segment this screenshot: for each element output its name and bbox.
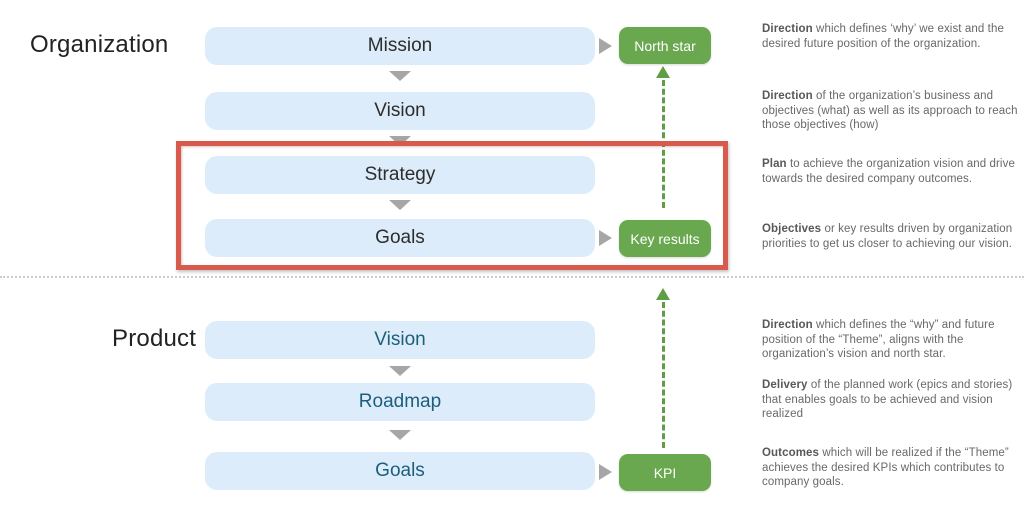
- description-product-goals: Outcomes which will be realized if the “…: [762, 446, 1020, 490]
- description-text: which defines the “why” and future posit…: [762, 319, 995, 361]
- description-text: which will be realized if the “Theme” ac…: [762, 447, 1009, 489]
- product-box-roadmap: Roadmap: [205, 383, 595, 421]
- down-arrow-icon: [389, 200, 411, 210]
- org-box-strategy: Strategy: [205, 156, 595, 194]
- description-lead: Direction: [762, 319, 813, 331]
- description-text: of the organization’s business and objec…: [762, 90, 1018, 132]
- description-strategy: Plan to achieve the organization vision …: [762, 157, 1020, 186]
- dashed-connector: [662, 302, 665, 448]
- description-roadmap: Delivery of the planned work (epics and …: [762, 378, 1020, 422]
- description-goals: Objectives or key results driven by orga…: [762, 222, 1020, 251]
- product-box-vision: Vision: [205, 321, 595, 359]
- right-pointer-icon: [599, 38, 612, 54]
- badge-key-results: Key results: [619, 220, 711, 257]
- section-divider: [0, 276, 1024, 278]
- highlight-rectangle: [176, 141, 728, 270]
- org-box-vision: Vision: [205, 92, 595, 130]
- description-lead: Plan: [762, 158, 787, 170]
- description-text: or key results driven by organization pr…: [762, 223, 1013, 250]
- description-lead: Outcomes: [762, 447, 820, 459]
- description-product-vision: Direction which defines the “why” and fu…: [762, 318, 1020, 362]
- org-box-goals: Goals: [205, 219, 595, 257]
- description-text: to achieve the organization vision and d…: [762, 158, 1015, 185]
- description-lead: Delivery: [762, 379, 808, 391]
- down-arrow-icon: [389, 430, 411, 440]
- description-lead: Objectives: [762, 223, 822, 235]
- right-pointer-icon: [599, 464, 612, 480]
- description-text: which defines ‘why’ we exist and the des…: [762, 23, 1004, 50]
- description-mission: Direction which defines ‘why’ we exist a…: [762, 22, 1020, 51]
- description-lead: Direction: [762, 90, 813, 102]
- arrow-up-icon: [656, 288, 670, 300]
- organization-section-title: Organization: [30, 31, 169, 58]
- down-arrow-icon: [389, 366, 411, 376]
- arrow-up-icon: [656, 66, 670, 78]
- product-section-title: Product: [112, 325, 197, 352]
- product-box-goals: Goals: [205, 452, 595, 490]
- down-arrow-icon: [389, 71, 411, 81]
- right-pointer-icon: [599, 230, 612, 246]
- badge-north-star: North star: [619, 27, 711, 64]
- description-text: of the planned work (epics and stories) …: [762, 379, 1013, 421]
- badge-kpi: KPI: [619, 454, 711, 491]
- org-box-mission: Mission: [205, 27, 595, 65]
- description-lead: Direction: [762, 23, 813, 35]
- description-vision: Direction of the organization’s business…: [762, 89, 1020, 133]
